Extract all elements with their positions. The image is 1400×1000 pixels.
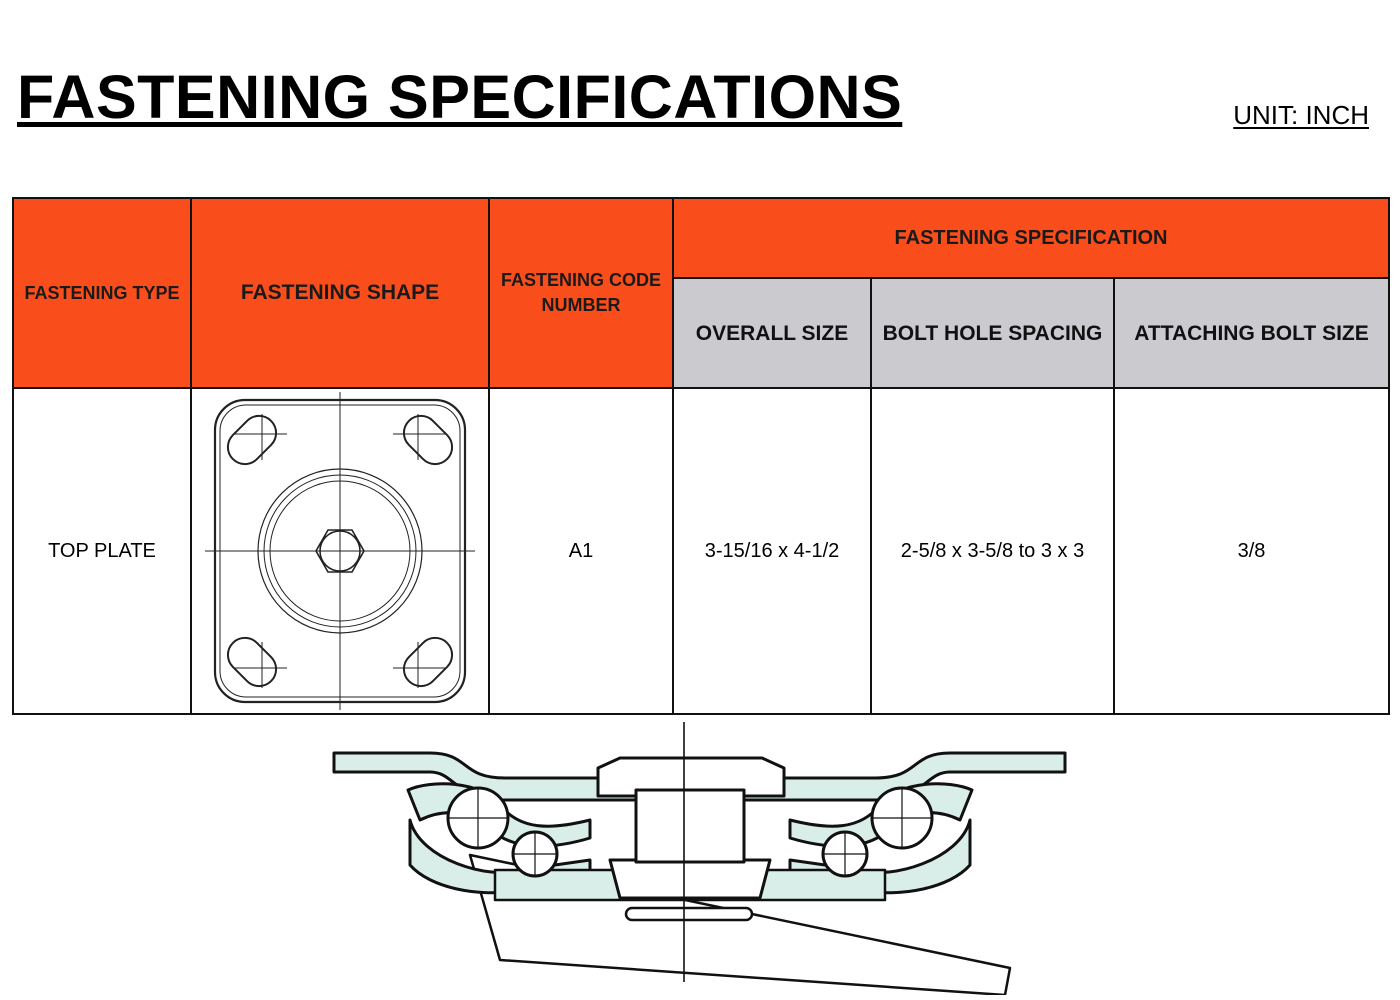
- header-fastening-shape: FASTENING SHAPE: [190, 197, 490, 389]
- cell-bolt-hole-spacing: 2-5/8 x 3-5/8 to 3 x 3: [870, 387, 1115, 715]
- slot-bottom-left: [226, 636, 278, 688]
- header-row-sub: OVERALL SIZE BOLT HOLE SPACING ATTACHING…: [13, 277, 1391, 389]
- header-attaching-bolt-size: ATTACHING BOLT SIZE: [1112, 277, 1391, 389]
- cell-overall-size: 3-15/16 x 4-1/2: [672, 387, 872, 715]
- fastening-spec-table: FASTENING TYPE FASTENING SHAPE FASTENING…: [12, 197, 1391, 715]
- header-bolt-hole-spacing: BOLT HOLE SPACING: [870, 277, 1115, 389]
- page-title: FASTENING SPECIFICATIONS: [17, 63, 903, 131]
- cell-fastening-code: A1: [488, 387, 674, 715]
- header-fastening-specification: FASTENING SPECIFICATION: [671, 197, 1391, 279]
- cell-fastening-type: TOP PLATE: [12, 387, 192, 715]
- slot-bottom-right: [402, 636, 454, 688]
- header-fastening-code: FASTENING CODE NUMBER: [488, 197, 674, 389]
- top-plate-drawing-icon: [205, 392, 475, 710]
- cell-attaching-bolt-size: 3/8: [1112, 387, 1391, 715]
- cell-fastening-shape: [190, 387, 490, 715]
- header-overall-size: OVERALL SIZE: [672, 277, 872, 389]
- table-row: TOP PLATE: [12, 387, 1391, 715]
- unit-label: UNIT: INCH: [1233, 100, 1369, 130]
- header-row-top: FASTENING TYPE FASTENING SHAPE FASTENING…: [12, 197, 1391, 389]
- slot-top-right: [402, 414, 454, 466]
- caster-swivel-section-icon: [332, 722, 1067, 997]
- header-fastening-type: FASTENING TYPE: [12, 197, 192, 389]
- caster-section-drawing: [320, 720, 1080, 1000]
- slot-top-left: [226, 414, 278, 466]
